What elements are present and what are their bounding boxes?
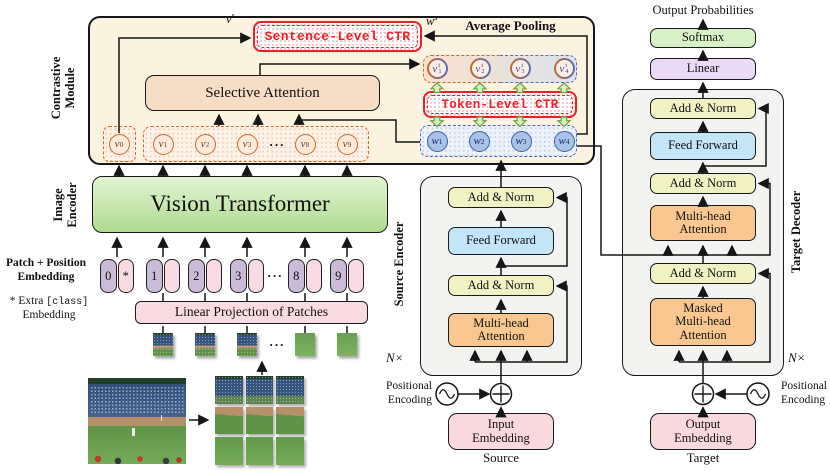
patch-pair-1: 1 — [146, 259, 180, 293]
patch-cell-5 — [245, 406, 274, 435]
position-pill-0: 0 — [100, 259, 117, 293]
players — [132, 428, 135, 436]
class-embedding-note: * Extra [class] Embedding — [9, 295, 89, 321]
patch-cell-2 — [245, 376, 274, 404]
decoder-add-norm-1: Add & Norm — [650, 98, 756, 119]
v-token-ellipsis: ··· — [268, 137, 285, 152]
decoder-add-norm-2: Add & Norm — [650, 173, 756, 194]
average-pooling-label: Average Pooling — [465, 18, 556, 33]
patch-pair-9: 9 — [330, 259, 364, 293]
patch-pair-ellipsis: ··· — [266, 268, 283, 283]
image-encoder-label: Image Encoder — [51, 182, 80, 228]
decoder-repeat-label: N× — [788, 350, 806, 365]
source-label: Source — [482, 450, 520, 465]
patch-cell-7 — [215, 437, 243, 465]
linear-projection: Linear Projection of Patches — [135, 301, 368, 324]
patch-thumb-ellipsis: ··· — [268, 337, 285, 352]
position-pill-3: 3 — [230, 259, 247, 293]
encoder-repeat-label: N× — [386, 350, 404, 365]
sine-wave-icon-right — [746, 382, 770, 406]
patch-pill-1 — [163, 259, 180, 293]
patch-cell-9 — [276, 437, 304, 465]
patch-pair-0: 0 * — [100, 259, 134, 293]
target-decoder-label: Target Decoder — [789, 190, 803, 274]
patch-thumb-8 — [295, 333, 315, 356]
patch-thumb-1 — [153, 333, 173, 356]
patch-pill-9 — [347, 259, 364, 293]
sentence-image-vector-label: vs — [226, 11, 235, 27]
sentence-level-ctr: Sentence-Level CTR — [253, 21, 422, 52]
crowd-texture — [90, 386, 184, 415]
patch-pill-2 — [205, 259, 222, 293]
encoder-add-norm-bottom: Add & Norm — [448, 275, 554, 296]
selective-attention: Selective Attention — [145, 75, 380, 111]
foreground-spectators — [88, 452, 186, 464]
position-pill-9: 9 — [330, 259, 347, 293]
source-encoder-label: Source Encoder — [392, 221, 406, 307]
add-icon-right — [691, 382, 715, 406]
target-label: Target — [686, 450, 720, 465]
position-pill-2: 2 — [188, 259, 205, 293]
math-icons — [435, 382, 770, 406]
token-level-ctr: Token-Level CTR — [423, 91, 577, 118]
vision-transformer: Vision Transformer — [92, 176, 388, 233]
patch-cell-1 — [215, 376, 243, 404]
add-icon-left — [489, 382, 513, 406]
class-pill: * — [117, 259, 134, 293]
patch-thumb-3 — [237, 333, 257, 356]
contrastive-module-label: Contrastive Module — [49, 56, 78, 120]
encoder-add-norm-top: Add & Norm — [448, 187, 554, 208]
position-pill-1: 1 — [146, 259, 163, 293]
encoder-feed-forward: Feed Forward — [448, 227, 554, 255]
sine-wave-icon-left — [435, 382, 459, 406]
encoder-positional-encoding-label: Positional Encoding — [385, 380, 432, 406]
sentence-text-vector-label: ws — [426, 13, 438, 29]
decoder-positional-encoding-label: Positional Encoding — [781, 380, 828, 406]
softmax: Softmax — [650, 28, 756, 48]
patch-thumb-2 — [195, 333, 215, 356]
image-patch-grid — [215, 376, 304, 465]
position-pill-8: 8 — [288, 259, 305, 293]
patch-pair-2: 2 — [188, 259, 222, 293]
patch-position-heading: Patch + Position Embedding — [5, 257, 87, 283]
patch-pair-3: 3 — [230, 259, 264, 293]
patch-cell-8 — [245, 437, 274, 465]
decoder-feed-forward: Feed Forward — [650, 132, 756, 160]
patch-thumb-9 — [337, 333, 357, 356]
patch-cell-6 — [276, 406, 304, 435]
decoder-add-norm-3: Add & Norm — [650, 263, 756, 284]
output-probabilities-label: Output Probabilities — [652, 3, 754, 17]
input-image — [88, 378, 186, 464]
linear: Linear — [650, 58, 756, 80]
patch-pill-8 — [305, 259, 322, 293]
patch-cell-3 — [276, 376, 304, 404]
patch-cell-4 — [215, 406, 243, 435]
patch-pair-8: 8 — [288, 259, 322, 293]
